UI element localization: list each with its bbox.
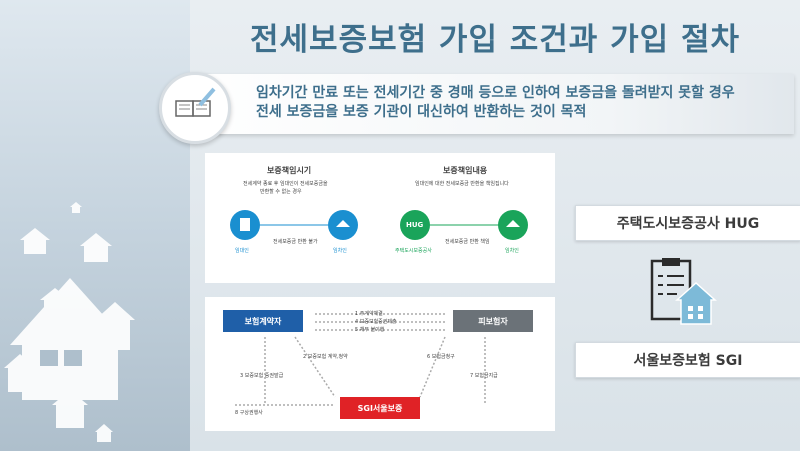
tenant-label-2: 임차인 [505, 248, 519, 254]
contractor-box: 보험계약자 [223, 310, 303, 332]
sgi-box: SGI서울보증 [340, 397, 420, 419]
step-2-label: 2 보증보험 계약,청약 [303, 354, 348, 360]
left-desc-2: 반환할 수 없는 경우 [260, 189, 302, 195]
step-7-label: 7 보험금지급 [470, 373, 498, 379]
step-3-label: 3 보증보험 증권발급 [240, 373, 284, 379]
hug-logo-text: HUG [406, 221, 424, 229]
arrow-2 [294, 336, 336, 398]
houses-illustration [4, 202, 135, 442]
banner-text: 임차기간 만료 또는 전세기간 중 경매 등으로 인하여 보증금을 돌려받지 못… [256, 84, 735, 122]
right-title: 보증책임내용 [443, 166, 488, 175]
sgi-button[interactable]: 서울보증보험 SGI [575, 342, 800, 378]
landlord-node [230, 210, 260, 240]
step-4-label: 4 보증보험증권제출 [355, 319, 397, 325]
left-link-label: 전세보증금 반환 불가 [273, 239, 318, 245]
step-6-label: 6 보험금청구 [427, 354, 455, 360]
banner-line-1: 임차기간 만료 또는 전세기간 중 경매 등으로 인하여 보증금을 돌려받지 못… [256, 85, 735, 101]
handshake-icon [336, 220, 350, 227]
purpose-banner [178, 74, 794, 134]
guarantee-diagram-card: 보증책임시기 전세계약 종료 후 임대인이 전세보증금을 반환할 수 없는 경우… [205, 153, 555, 283]
left-desc-1: 전세계약 종료 후 임대인이 전세보증금을 [243, 181, 328, 187]
page-title: 전세보증보험 가입 조건과 가입 절차 [250, 22, 740, 58]
document-icon [240, 218, 250, 231]
large-house-icon [10, 278, 130, 400]
tenant-node-2 [498, 210, 528, 240]
house-icon-5 [95, 302, 135, 350]
house-icon-2 [20, 228, 50, 254]
banner-icon-circle [159, 72, 231, 144]
left-title: 보증책임시기 [267, 166, 312, 175]
tenant-node [328, 210, 358, 240]
right-link-label: 전세보증금 반환 책임 [445, 239, 490, 245]
left-decor-panel [0, 0, 190, 451]
hug-button[interactable]: 주택도시보증공사 HUG [575, 205, 800, 241]
step-8-label: 8 구상권행사 [235, 410, 263, 416]
book-pencil-icon [175, 87, 216, 117]
step-5-label: 5 채무 불이행 [355, 327, 385, 333]
house-icon-8 [95, 424, 113, 442]
house-icon-9 [40, 288, 70, 318]
right-desc: 임대인에 대한 전세보증금 반환을 책임집니다 [415, 181, 509, 187]
house-icon-7 [52, 390, 88, 428]
arrow-6 [419, 336, 446, 398]
handshake-icon [506, 220, 520, 227]
insured-box: 피보험자 [453, 310, 533, 332]
hug-node: HUG [400, 210, 430, 240]
banner-line-2: 전세 보증금을 보증 기관이 대신하여 반환하는 것이 목적 [256, 104, 587, 120]
house-icon-4 [70, 202, 82, 213]
hug-label: 주택도시보증공사 [395, 248, 432, 254]
step-1-label: 1 주계약체결 [355, 311, 383, 317]
house-icon-3 [80, 233, 112, 262]
house-icon-6 [4, 354, 36, 392]
tenant-label: 임차인 [333, 248, 347, 254]
document-house-icon [650, 258, 717, 325]
sgi-process-card: 보험계약자 피보험자 SGI서울보증 1 주계약체결 4 보증보험증권제출 5 … [205, 297, 555, 431]
landlord-label: 임대인 [235, 248, 249, 254]
